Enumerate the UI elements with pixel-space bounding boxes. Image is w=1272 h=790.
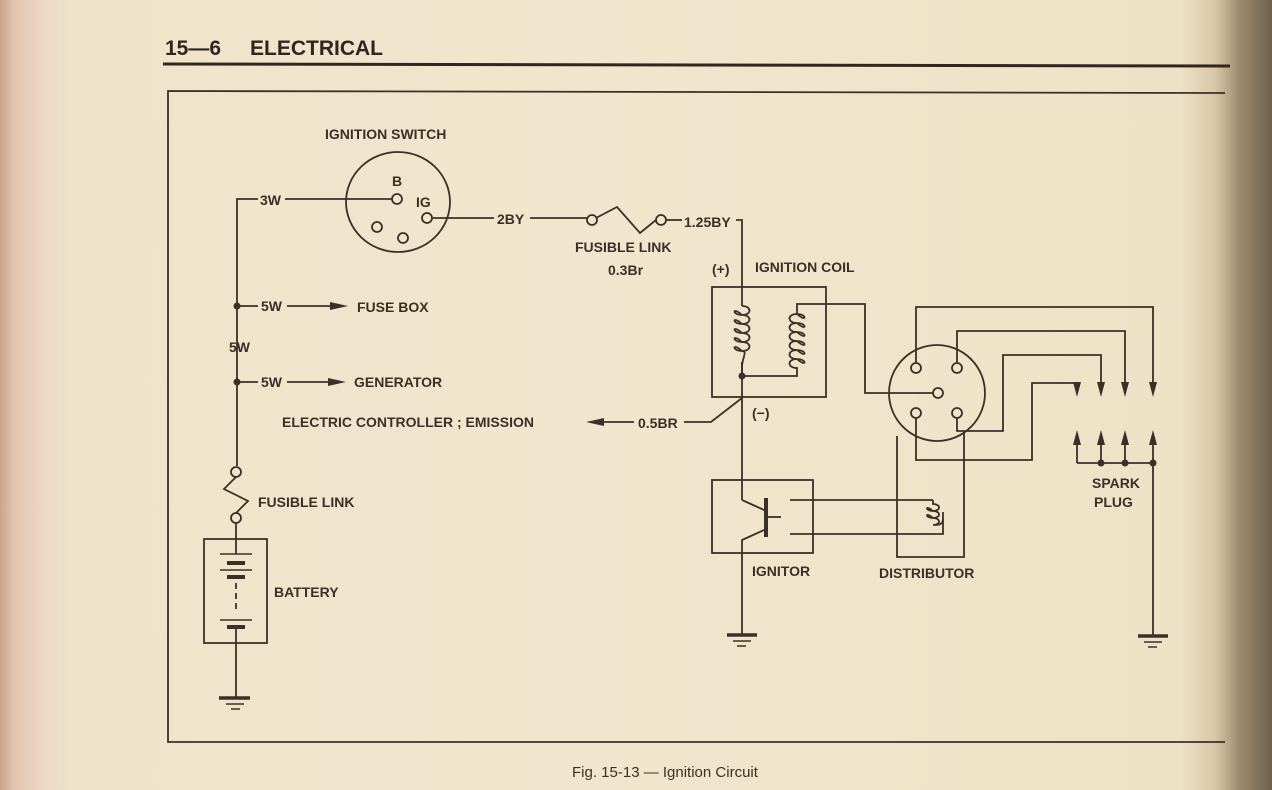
figure-frame (167, 90, 1226, 743)
terminal-ig-label: IG (416, 194, 431, 210)
primary-winding (733, 305, 751, 368)
ignitor-box (711, 479, 814, 554)
battery-label: BATTERY (274, 584, 339, 600)
ground-icon (219, 696, 250, 710)
plug-wire (915, 382, 1078, 461)
wire-label-3w: 3W (260, 192, 282, 208)
cap-terminal-center (932, 387, 944, 399)
distributor-cap (888, 344, 986, 442)
junction-dot (1097, 459, 1105, 467)
ignition-coil-box (711, 286, 827, 398)
junction-dot (738, 372, 746, 380)
junction-dot (1121, 459, 1129, 467)
plug-wire (915, 306, 1154, 382)
spark-plug (1121, 382, 1129, 463)
secondary-winding (741, 303, 933, 394)
header-rule (162, 62, 1231, 68)
ignition-coil-label: IGNITION COIL (755, 259, 855, 275)
fusible-link-terminal (655, 214, 667, 226)
coil-minus-label: (−) (752, 405, 770, 421)
wire-label-2by: 2BY (497, 211, 525, 227)
distributor-housing (896, 433, 965, 558)
ignition-coil (711, 286, 933, 398)
plug-wire (956, 330, 1126, 382)
ground-icon (1138, 634, 1168, 648)
generator-label: GENERATOR (354, 374, 442, 390)
spark-plug-label: PLUG (1094, 494, 1133, 510)
cap-terminal (951, 362, 963, 374)
wire-label-5w: 5W (261, 298, 283, 314)
spark-plug (1149, 382, 1157, 636)
figure-caption: Fig. 15-13 — Ignition Circuit (572, 764, 759, 781)
distributor (888, 306, 1154, 558)
terminal (397, 232, 409, 244)
fuse-box-label: FUSE BOX (357, 299, 429, 315)
cap-terminal (910, 362, 922, 374)
fusible-link-lower (222, 476, 250, 514)
spark-plug (1073, 382, 1081, 463)
distributor-label: DISTRIBUTOR (879, 565, 974, 581)
ignitor-label: IGNITOR (752, 563, 810, 579)
wire-label-0-3br: 0.3Br (608, 262, 644, 278)
cap-terminal (951, 407, 963, 419)
transistor-icon (741, 499, 765, 635)
junction-dot (1149, 459, 1157, 467)
coil-plus-label: (+) (712, 261, 730, 277)
wire-0-5br (684, 397, 743, 423)
ignition-switch: IGNITION SWITCH B IG (325, 126, 451, 253)
plug-wire (956, 354, 1102, 432)
arrow-icon (330, 302, 348, 310)
fusible-link-upper (595, 205, 657, 235)
wire-label-1-25by: 1.25BY (684, 214, 731, 230)
electric-controller-label: ELECTRIC CONTROLLER ; EMISSION (282, 414, 534, 430)
fusible-link-terminal (230, 466, 242, 478)
pickup-coil (926, 500, 944, 526)
battery (203, 538, 268, 698)
ignition-switch-body (345, 151, 451, 253)
ignitor (711, 479, 944, 635)
wire-3w (236, 198, 392, 466)
page-number: 15—6 (165, 37, 221, 60)
fusible-link-label: FUSIBLE LINK (258, 494, 354, 510)
fusible-link-label: FUSIBLE LINK (575, 239, 671, 255)
terminal-ig (421, 212, 433, 224)
terminal-b-label: B (392, 173, 402, 189)
fusible-link-terminal (230, 512, 242, 524)
section-title: ELECTRICAL (250, 37, 383, 60)
terminal (371, 221, 383, 233)
cap-terminal (910, 407, 922, 419)
spark-plug-label: SPARK (1092, 475, 1140, 491)
arrow-icon (328, 378, 346, 386)
fusible-link-terminal (586, 214, 598, 226)
wire-label-5w: 5W (261, 374, 283, 390)
wire-label-5w-vertical: 5W (229, 339, 251, 355)
ignition-switch-label: IGNITION SWITCH (325, 126, 446, 142)
terminal-b (391, 193, 403, 205)
arrow-icon (586, 418, 604, 426)
wire-label-0-5br: 0.5BR (638, 415, 678, 431)
spark-plug (1097, 382, 1105, 463)
ground-icon (727, 633, 757, 647)
spark-plugs (1073, 382, 1157, 636)
